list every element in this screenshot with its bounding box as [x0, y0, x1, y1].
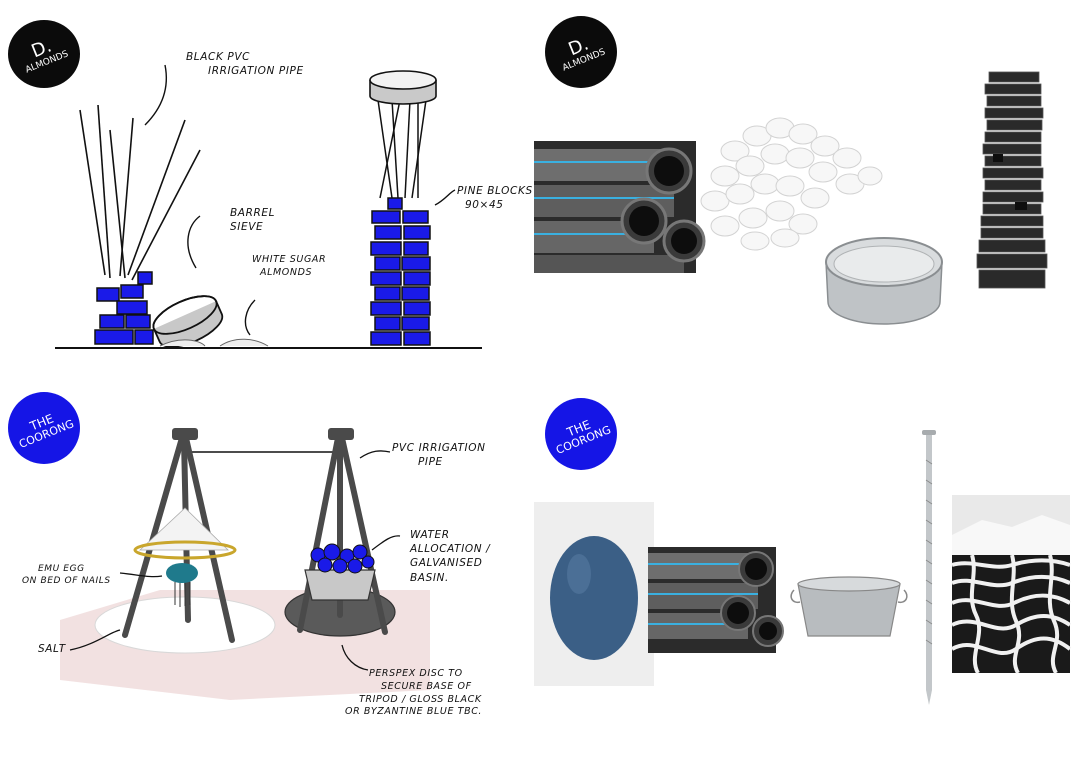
salt-pattern-photo	[950, 495, 1072, 674]
pvc-pipes-photo-2	[648, 547, 784, 653]
label-barrel-sieve: BARREL SIEVE	[230, 207, 276, 234]
label-salt: SALT	[38, 643, 66, 655]
label-black-pvc-pipe: BLACK PVC IRRIGATION PIPE	[186, 51, 304, 78]
black-jenga-tower-photo	[976, 71, 1048, 289]
label-pine-blocks: PINE BLOCKS 90×45	[457, 185, 533, 212]
galvanised-basin-photo	[790, 576, 908, 637]
badge-text: THE COORONG	[553, 417, 613, 457]
badge-text: D. ALMONDS	[561, 33, 608, 74]
label-water-allocation: WATER ALLOCATION / GALVANISED BASIN.	[410, 529, 491, 584]
label-perspex-disc: PERSPEX DISC TO SECURE BASE OF TRIPOD / …	[345, 668, 483, 718]
almonds-badge: D. ALMONDS	[8, 20, 80, 88]
almonds-photos-badge: D. ALMONDS	[545, 16, 617, 88]
coorong-photos-badge: THE COORONG	[545, 398, 617, 470]
emu-egg-photo	[534, 502, 654, 686]
pvc-pipes-photo	[534, 141, 706, 273]
barrel-sieve-photo	[825, 237, 943, 325]
coorong-sketch-drawing	[60, 428, 430, 700]
white-almonds-photo	[700, 117, 883, 251]
coorong-badge: THE COORONG	[8, 392, 80, 464]
label-emu-egg: EMU EGG ON BED OF NAILS	[22, 564, 111, 587]
nail-photo	[922, 430, 936, 705]
almonds-sketch-drawing	[55, 64, 482, 349]
label-pvc-irrigation-pipe: PVC IRRIGATION PIPE	[392, 442, 486, 469]
label-white-sugar-almonds: WHITE SUGAR ALMONDS	[252, 254, 327, 278]
